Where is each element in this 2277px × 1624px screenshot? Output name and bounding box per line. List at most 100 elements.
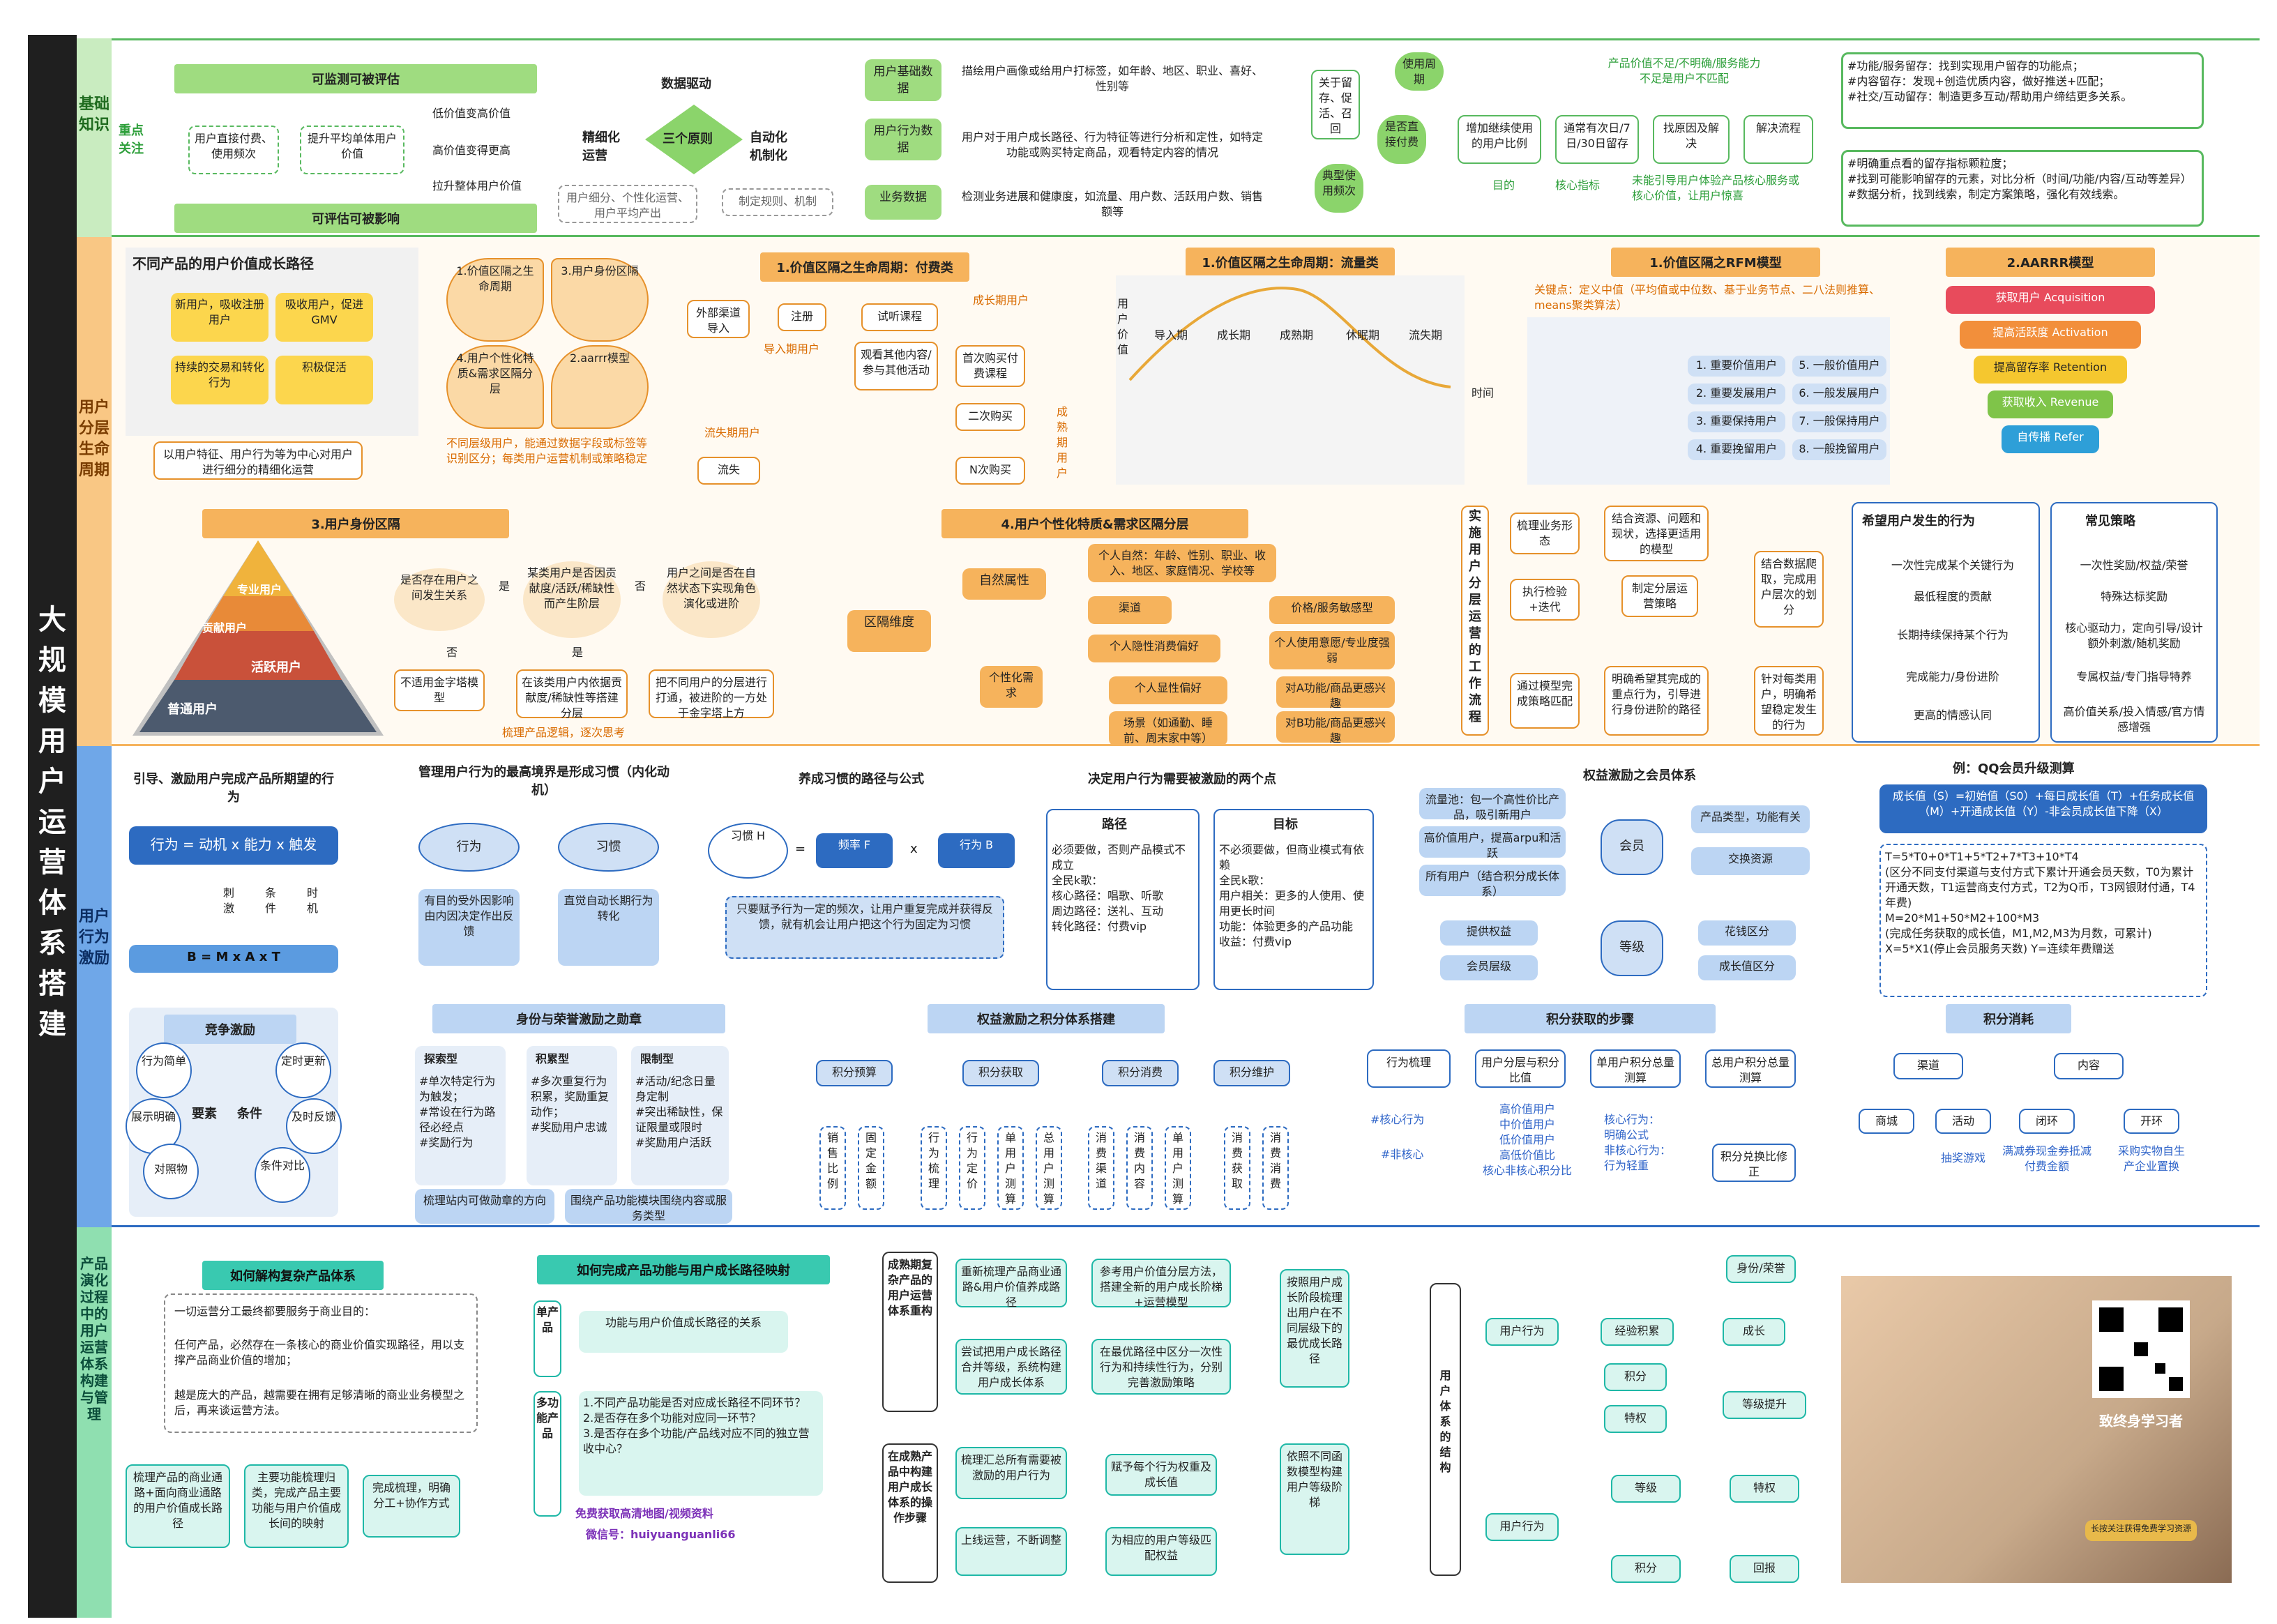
raise-all: 拉升整体用户价值 bbox=[432, 179, 522, 192]
points-sub-5: 单用户测算 bbox=[997, 1126, 1024, 1210]
qq-detail: T=5*T0+0*T1+5*T2+7*T3+10*T4 (区分不同支付渠道与支付… bbox=[1879, 844, 2207, 997]
rfm-6: 6. 一般发展用户 bbox=[1792, 384, 1886, 404]
hope-title: 希望用户发生的行为 bbox=[1862, 514, 1975, 529]
hope-panel bbox=[1852, 502, 2040, 743]
consume-content: 内容 bbox=[2054, 1053, 2124, 1079]
natural-detail: 个人自然：年龄、性别、职业、收入、地区、家庭情况、学校等 bbox=[1088, 544, 1276, 582]
identity-q3: 用户之间是否在自然状态下实现角色演化或进阶 bbox=[663, 561, 760, 638]
points-cat-3: 积分消费 bbox=[1102, 1060, 1179, 1086]
personal-need: 个性化需求 bbox=[980, 666, 1043, 708]
band-basics: 基础知识 bbox=[77, 38, 112, 237]
scene-pref: 场景（如通勤、睡前、周末家中等） bbox=[1109, 711, 1227, 746]
badge-note-2: 围绕产品功能模块围绕内容或服务类型 bbox=[565, 1189, 732, 1224]
quad-3: 持续的交易和转化行为 bbox=[171, 356, 268, 404]
consume-item-4: 开环 bbox=[2124, 1109, 2179, 1134]
sidebar bbox=[28, 35, 77, 1618]
butterfly-2: 2.aarrr模型 bbox=[551, 345, 649, 429]
strategy-2: 特殊达标奖励 bbox=[2100, 590, 2168, 603]
b-interest: 对B功能/商品更感兴趣 bbox=[1276, 711, 1395, 745]
core-text: 核心行为： 明确公式 非核心行为： 行为轻重 bbox=[1604, 1113, 1672, 1172]
build-3: 依照不同函数模型构建用户等级阶梯 bbox=[1280, 1443, 1349, 1555]
map-title: 如何完成产品功能与用户成长路径映射 bbox=[537, 1255, 830, 1284]
notes-1: #功能/服务留存：找到实现用户留存的功能点； #内容留存：发现+创造优质内容，做… bbox=[1841, 52, 2204, 129]
badge-note-1: 梳理站内可做勋章的方向 bbox=[415, 1189, 554, 1224]
consume-leaf-3: 采购实物自生产企业置换 bbox=[2117, 1144, 2185, 1173]
flow-stage-1: 导入期 bbox=[1154, 328, 1188, 342]
high-users: 高价值用户 中价值用户 低价值用户 高低价值比 核心非核心积分比 bbox=[1482, 1102, 1572, 1177]
h-times: x bbox=[910, 842, 918, 856]
member-right-1: 产品类型，功能有关 bbox=[1691, 805, 1810, 833]
data-type-2-desc: 用户对于用户成长路径、行为特征等进行分析和定性，如特定功能或购买特定商品，观看特… bbox=[955, 126, 1269, 160]
points-sub-8: 消费内容 bbox=[1126, 1126, 1153, 1210]
workflow-title: 实施用户分层运营的工作流程 bbox=[1461, 506, 1489, 736]
a-interest: 对A功能/商品更感兴趣 bbox=[1276, 676, 1395, 710]
pay-label-import: 导入期用户 bbox=[764, 342, 820, 356]
struct-3: 经验积累 bbox=[1601, 1318, 1674, 1346]
level-left-1: 提供权益 bbox=[1440, 920, 1538, 946]
consume-leaf-2: 满减券现金券抵减付费金额 bbox=[2002, 1144, 2091, 1173]
points-title: 权益激励之积分体系搭建 bbox=[928, 1004, 1165, 1033]
aarrr-3: 提高留存率 Retention bbox=[1974, 356, 2127, 384]
wf-6: 通过模型完成策略匹配 bbox=[1510, 673, 1580, 729]
strategy-4: 专属权益/专门指导特养 bbox=[2076, 670, 2192, 683]
pay-label-mature: 成熟期用户 bbox=[1057, 405, 1068, 480]
low-to-high: 低价值变高价值 bbox=[432, 107, 511, 120]
poster-title: 致终身学习者 bbox=[2099, 1413, 2183, 1429]
retention-cue: 关于留存、促活、召回 bbox=[1311, 70, 1360, 139]
multi-label: 多功能产品 bbox=[534, 1391, 561, 1517]
aarrr-2: 提高活跃度 Activation bbox=[1960, 321, 2141, 349]
identity-no-2: 否 bbox=[635, 579, 646, 593]
wechat-id: 微信号：huiyuanguanli66 bbox=[586, 1528, 736, 1541]
points-sub-2: 固定金额 bbox=[858, 1126, 884, 1210]
data-type-1-desc: 描绘用户画像或给用户打标签，如年龄、地区、职业、喜好、性别等 bbox=[955, 59, 1269, 94]
personal-title: 4.用户个性化特质&需求区隔分层 bbox=[941, 509, 1248, 538]
acquire-title: 积分获取的步骤 bbox=[1465, 1004, 1716, 1033]
conscious: 有目的受外因影响由内因决定作出反馈 bbox=[418, 889, 520, 966]
mature-1: 重新梳理产品商业通路&用户价值养成路径 bbox=[955, 1259, 1067, 1309]
hope-2: 最低程度的贡献 bbox=[1913, 590, 1992, 603]
wf-4: 制定分层运营策略 bbox=[1621, 575, 1698, 617]
butterfly-1: 1.价值区隔之生命周期 bbox=[446, 258, 544, 342]
decon-panel bbox=[164, 1293, 478, 1433]
growth-chart bbox=[126, 248, 418, 436]
points-sub-10: 消费获取 bbox=[1224, 1126, 1250, 1210]
core-tag: #核心行为 bbox=[1370, 1113, 1425, 1126]
flow-1: 增加继续使用的用户比例 bbox=[1458, 115, 1541, 164]
method: 未能引导用户体验产品核心服务或核心价值，让用户惊喜 bbox=[1632, 174, 1800, 202]
pyramid-active: 活跃用户 bbox=[251, 660, 301, 675]
exchange: 积分兑换比修正 bbox=[1712, 1144, 1796, 1182]
intuitive: 直觉自动长期行为转化 bbox=[558, 889, 659, 966]
data-driven: 数据驱动 bbox=[661, 77, 711, 91]
hope-1: 一次性完成某个关键行为 bbox=[1891, 559, 2014, 572]
struct-8: 用户行为 bbox=[1485, 1513, 1559, 1541]
band-behavior: 用户行为激励 bbox=[77, 746, 112, 1227]
struct-2: 用户行为 bbox=[1485, 1318, 1559, 1346]
points-cat-1: 积分预算 bbox=[816, 1060, 893, 1086]
strategy-1: 一次性奖励/权益/荣誉 bbox=[2080, 559, 2188, 572]
points-cat-4: 积分维护 bbox=[1213, 1060, 1290, 1086]
el-item-3: 对照物 bbox=[143, 1144, 199, 1199]
strategy-title: 常见策略 bbox=[2085, 514, 2135, 529]
points-sub-9: 单用户测算 bbox=[1165, 1126, 1191, 1210]
aarrr-5: 自传播 Refer bbox=[2002, 425, 2099, 453]
consume-title: 积分消耗 bbox=[1946, 1004, 2071, 1033]
flow-title: 1.价值区隔之生命周期：流量类 bbox=[1186, 248, 1395, 277]
flow-3: 找原因及解决 bbox=[1653, 115, 1730, 164]
core-metric: 核心指标 bbox=[1555, 179, 1601, 192]
identity-yes-2: 是 bbox=[572, 646, 584, 659]
quad-4: 积极促活 bbox=[275, 356, 373, 404]
aarrr-4: 获取收入 Revenue bbox=[1988, 390, 2113, 418]
evaluable-bar: 可评估可被影响 bbox=[174, 204, 537, 233]
member-left-3: 所有用户（结合积分成长体系） bbox=[1419, 865, 1566, 898]
build-1: 梳理汇总所有需要被激励的用户行为 bbox=[955, 1447, 1067, 1499]
flow-chart bbox=[1116, 275, 1465, 485]
wf-8: 针对每类用户，明确希望稳定发生的行为 bbox=[1754, 666, 1824, 736]
cond-item-1: 定时更新 bbox=[275, 1042, 331, 1098]
high-keep: 高价值变得更高 bbox=[432, 144, 511, 157]
noncore-tag: #非核心 bbox=[1381, 1148, 1424, 1161]
rules-note: 制定规则、机制 bbox=[722, 188, 833, 216]
struct-10: 特权 bbox=[1730, 1475, 1799, 1503]
quad-1: 新用户，吸收注册用户 bbox=[171, 293, 268, 342]
single-label: 单产品 bbox=[534, 1300, 561, 1377]
pay-node-trial: 试听课程 bbox=[861, 303, 938, 331]
